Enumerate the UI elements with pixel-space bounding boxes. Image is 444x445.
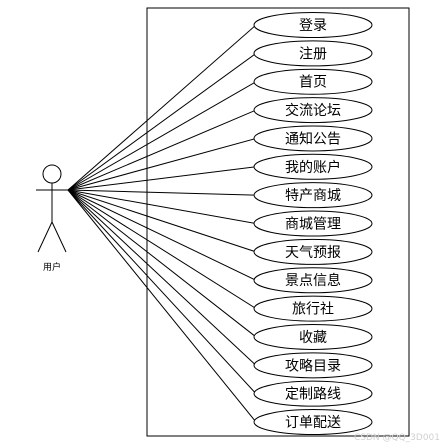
use-case-label: 特产商城 [285,188,341,204]
association-line [67,189,257,253]
use-case: 收藏 [253,323,373,350]
association-line [67,189,257,395]
use-case-ellipse [253,267,373,294]
use-case-label: 收藏 [299,330,327,346]
use-case-ellipse [253,409,373,436]
actor-right-leg [51,221,67,253]
association-line [67,166,257,191]
use-case-label: 我的账户 [285,159,341,176]
association-line [67,137,257,191]
use-case-ellipse [253,295,373,322]
use-case: 注册 [253,40,373,67]
use-case-ellipse [253,68,373,95]
use-case-ellipse [253,125,373,152]
use-case: 交流论坛 [253,97,373,124]
use-case: 特产商城 [253,182,373,209]
use-case-label: 定制路线 [285,387,341,403]
use-case-ellipse [253,40,373,67]
use-case-label: 商城管理 [285,217,341,233]
association-line [67,81,257,191]
use-case: 我的账户 [253,153,373,180]
association-line [67,189,257,281]
use-case: 旅行社 [253,295,373,322]
use-case-ellipse [253,238,373,265]
association-line [67,189,257,196]
use-case-ellipse [253,97,373,124]
use-case-label: 天气预报 [285,245,341,261]
association-line [67,189,257,310]
use-case-label: 注册 [299,46,327,62]
use-case: 首页 [253,68,373,95]
use-case: 商城管理 [253,210,373,237]
association-lines [67,24,257,423]
use-case-label: 首页 [299,75,327,91]
association-line [67,189,257,366]
use-case: 通知公告 [253,125,373,152]
use-case-label: 景点信息 [285,272,341,289]
use-case: 天气预报 [253,238,373,265]
use-case: 攻略目录 [253,352,373,379]
use-case-label: 攻略目录 [285,358,341,374]
association-line [67,189,257,423]
watermark: CSDN @QQ_3D001 [354,433,440,443]
use-case-ellipse [253,380,373,407]
use-case-list: 登录注册首页交流论坛通知公告我的账户特产商城商城管理天气预报景点信息旅行社收藏攻… [253,12,373,436]
use-case-ellipse [253,182,373,209]
system-boundary [146,7,410,437]
association-line [67,52,257,191]
use-case-ellipse [253,153,373,180]
use-case-ellipse [253,352,373,379]
actor-head [42,164,62,184]
actor-label: 用户 [43,261,61,273]
use-case-label: 通知公告 [285,130,341,147]
use-case: 定制路线 [253,380,373,407]
association-line [67,189,257,338]
use-case-label: 登录 [299,18,327,34]
use-case-ellipse [253,210,373,237]
actor: 用户 [36,164,68,273]
use-case-label: 订单配送 [285,415,341,431]
association-line [67,189,257,225]
use-case-ellipse [253,12,373,38]
use-case: 登录 [253,12,373,38]
association-line [67,24,257,191]
use-case-label: 旅行社 [292,302,334,318]
use-case-label: 交流论坛 [285,102,341,119]
use-case-ellipse [253,323,373,350]
use-case: 景点信息 [253,267,373,294]
association-line [67,109,257,191]
actor-left-leg [37,221,53,253]
use-case: 订单配送 [253,409,373,436]
